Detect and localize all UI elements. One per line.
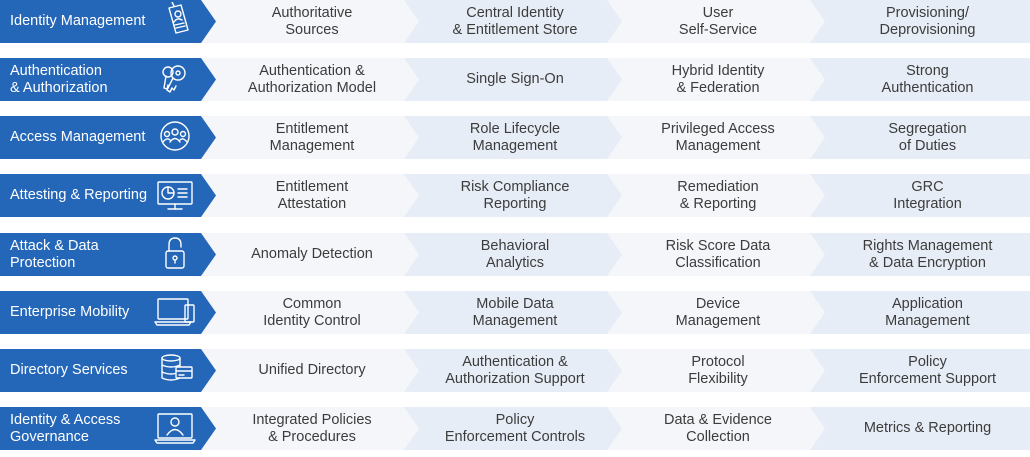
capability-cell: Remediation & Reporting — [607, 174, 829, 217]
capability-label: Role Lifecycle Management — [469, 120, 561, 154]
chart-monitor-icon — [157, 181, 193, 210]
row-header-label: Attack & Data Protection — [10, 237, 99, 271]
capability-label: Mobile Data Management — [472, 295, 558, 329]
row-header: Attesting & Reporting — [0, 174, 216, 217]
capability-cell: Policy Enforcement Support — [810, 349, 1030, 392]
capability-label: Risk Compliance Reporting — [460, 178, 570, 212]
capability-cell: Policy Enforcement Controls — [404, 407, 626, 450]
framework-row: Unified Directory Authentication & Author… — [0, 349, 1030, 392]
framework-row: Integrated Policies & Procedures Policy E… — [0, 407, 1030, 450]
capability-cell: GRC Integration — [810, 174, 1030, 217]
capability-cell: Authentication & Authorization Support — [404, 349, 626, 392]
capability-label: Protocol Flexibility — [688, 353, 748, 387]
capability-label: Hybrid Identity & Federation — [671, 62, 765, 96]
capability-label: Rights Management & Data Encryption — [862, 237, 993, 271]
framework-row: Anomaly Detection Behavioral Analytics Ris… — [0, 233, 1030, 276]
capability-label: GRC Integration — [893, 178, 962, 212]
capability-label: Application Management — [885, 295, 970, 329]
capability-cell: Provisioning/ Deprovisioning — [810, 0, 1030, 43]
capability-label: Integrated Policies & Procedures — [252, 411, 372, 445]
framework-row: Entitlement Management Role Lifecycle Man… — [0, 116, 1030, 159]
capability-label: Privileged Access Management — [661, 120, 775, 154]
capability-cell: Central Identity & Entitlement Store — [404, 0, 626, 43]
capability-label: Policy Enforcement Support — [858, 353, 997, 387]
people-group-icon — [160, 121, 190, 151]
capability-label: Common Identity Control — [263, 295, 361, 329]
capability-cell: Behavioral Analytics — [404, 233, 626, 276]
framework-row: Authoritative Sources Central Identity & … — [0, 0, 1030, 43]
row-header-label: Authentication & Authorization — [10, 62, 108, 96]
capability-label: Risk Score Data Classification — [665, 237, 771, 271]
row-header-label: Identity Management — [10, 13, 146, 29]
capability-cell: Integrated Policies & Procedures — [201, 407, 423, 450]
capability-label: Entitlement Management — [269, 120, 355, 154]
capability-label: Remediation & Reporting — [677, 178, 759, 212]
row-header: Access Management — [0, 116, 216, 159]
row-header-label: Identity & Access Governance — [10, 411, 121, 445]
capability-cell: Risk Compliance Reporting — [404, 174, 626, 217]
capability-label: Authentication & Authorization Support — [445, 353, 585, 387]
capability-label: Device Management — [675, 295, 761, 329]
capability-label: Unified Directory — [258, 362, 366, 378]
row-header: Authentication & Authorization — [0, 58, 216, 101]
capability-cell: Anomaly Detection — [201, 233, 423, 276]
row-header: Directory Services — [0, 349, 216, 392]
capability-label: Behavioral Analytics — [480, 237, 550, 271]
framework-row: Common Identity Control Mobile Data Manag… — [0, 291, 1030, 334]
capability-label: Provisioning/ Deprovisioning — [879, 4, 976, 38]
row-header-label: Attesting & Reporting — [10, 187, 148, 203]
capability-label: User Self-Service — [678, 4, 758, 38]
capability-cell: Authentication & Authorization Model — [201, 58, 423, 101]
row-header: Enterprise Mobility — [0, 291, 216, 334]
capability-label: Anomaly Detection — [251, 246, 373, 262]
row-header-label: Directory Services — [10, 362, 128, 378]
laptop-phone-icon — [154, 298, 195, 326]
capability-label: Authoritative Sources — [271, 4, 353, 38]
row-header: Identity Management — [0, 0, 216, 43]
capability-cell: Hybrid Identity & Federation — [607, 58, 829, 101]
id-badge-icon — [168, 2, 189, 34]
padlock-icon — [165, 237, 185, 269]
row-header-label: Access Management — [10, 129, 146, 145]
capability-cell: Application Management — [810, 291, 1030, 334]
row-header: Identity & Access Governance — [0, 407, 216, 450]
capability-label: Policy Enforcement Controls — [444, 411, 586, 445]
capability-label: Strong Authentication — [881, 62, 974, 96]
capability-cell: Risk Score Data Classification — [607, 233, 829, 276]
capability-cell: Rights Management & Data Encryption — [810, 233, 1030, 276]
capability-cell: Unified Directory — [201, 349, 423, 392]
row-header: Attack & Data Protection — [0, 233, 216, 276]
capability-cell: User Self-Service — [607, 0, 829, 43]
framework-row: Entitlement Attestation Risk Compliance R… — [0, 174, 1030, 217]
capability-label: Authentication & Authorization Model — [247, 62, 377, 96]
capability-cell: Data & Evidence Collection — [607, 407, 829, 450]
capability-cell: Protocol Flexibility — [607, 349, 829, 392]
capability-label: Central Identity & Entitlement Store — [452, 4, 578, 38]
framework-row: Authentication & Authorization Model Sing… — [0, 58, 1030, 101]
capability-label: Metrics & Reporting — [863, 420, 992, 436]
row-header-label: Enterprise Mobility — [10, 304, 130, 320]
capability-cell: Common Identity Control — [201, 291, 423, 334]
capability-label: Data & Evidence Collection — [663, 411, 772, 445]
capability-cell: Device Management — [607, 291, 829, 334]
database-card-icon — [161, 354, 193, 381]
capability-label: Segregation of Duties — [888, 120, 967, 154]
capability-label: Single Sign-On — [466, 71, 564, 87]
user-monitor-icon — [154, 413, 196, 444]
capability-cell: Authoritative Sources — [201, 0, 423, 43]
capability-cell: Privileged Access Management — [607, 116, 829, 159]
capability-cell: Strong Authentication — [810, 58, 1030, 101]
capability-cell: Entitlement Management — [201, 116, 423, 159]
capability-cell: Mobile Data Management — [404, 291, 626, 334]
capability-label: Entitlement Attestation — [275, 178, 349, 212]
capability-cell: Role Lifecycle Management — [404, 116, 626, 159]
capability-cell: Single Sign-On — [404, 58, 626, 101]
capability-cell: Entitlement Attestation — [201, 174, 423, 217]
capability-cell: Segregation of Duties — [810, 116, 1030, 159]
key-icon — [162, 65, 186, 93]
capability-cell: Metrics & Reporting — [810, 407, 1030, 450]
